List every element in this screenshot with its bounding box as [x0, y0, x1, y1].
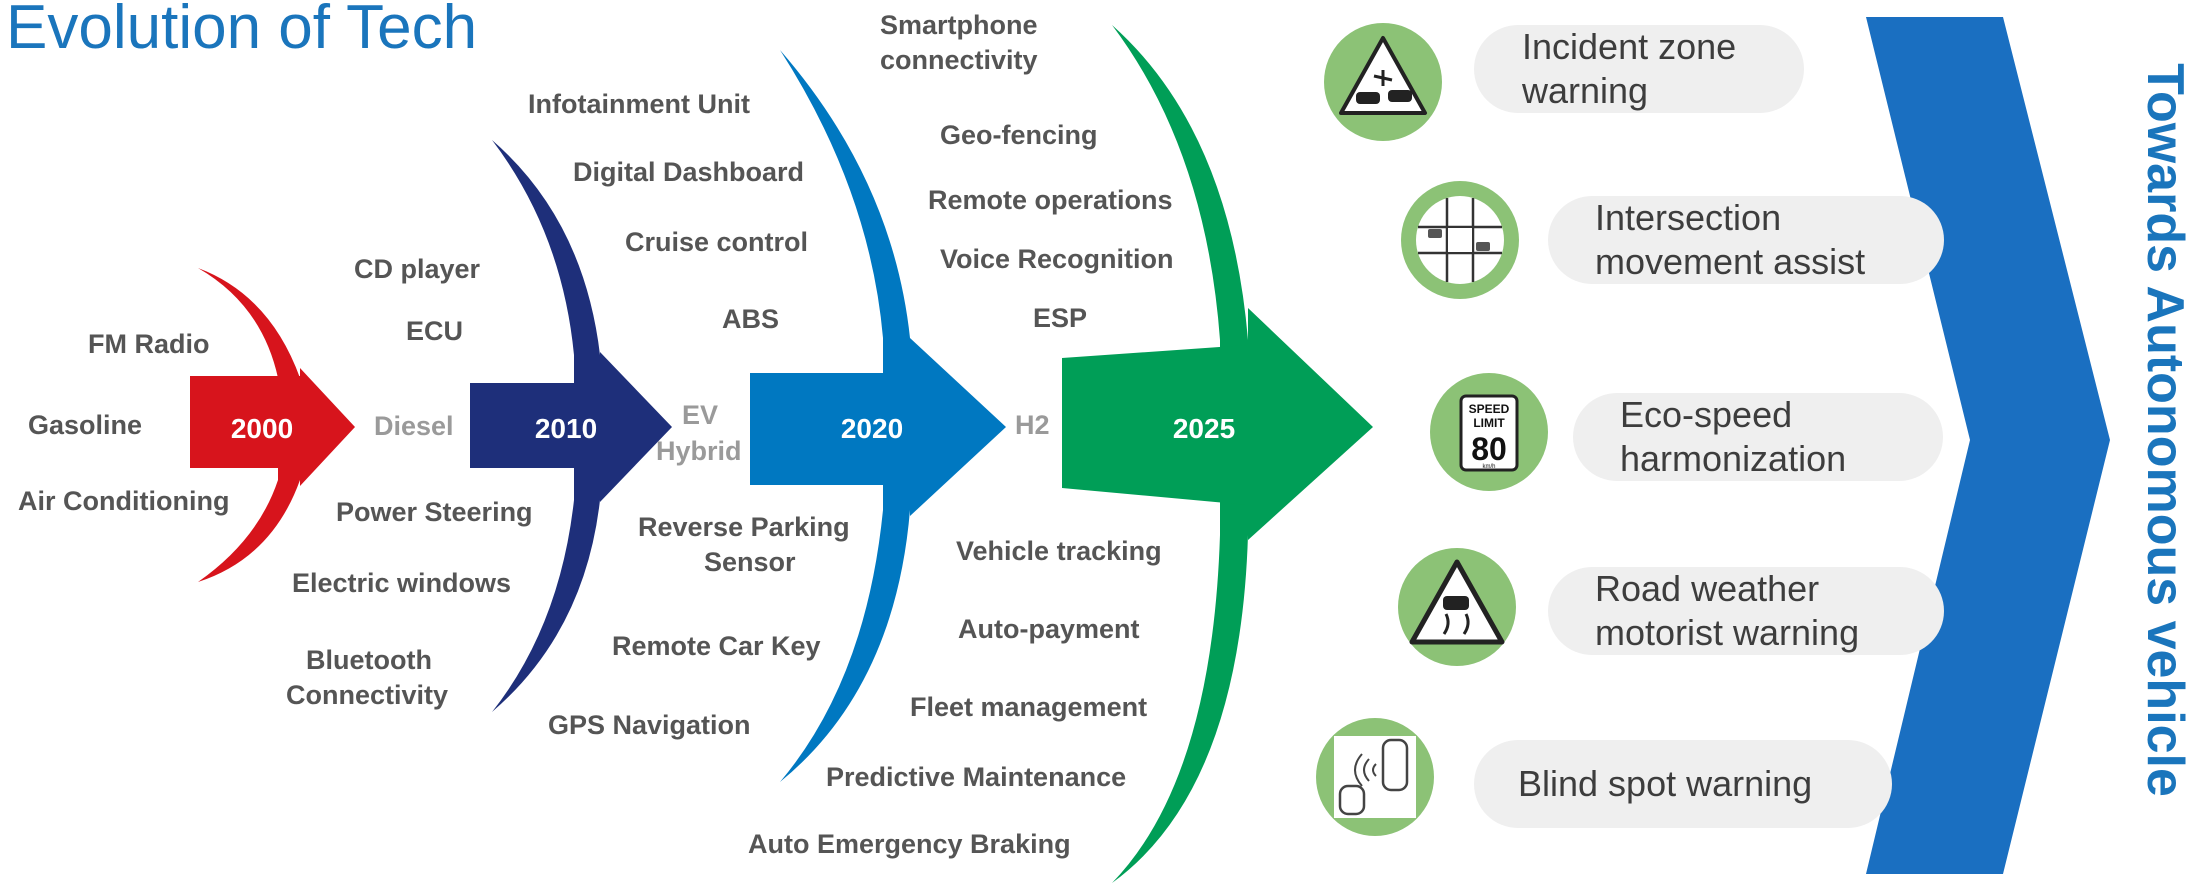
feature-predictive-maintenance: Predictive Maintenance [826, 762, 1127, 792]
speed-sign-line1: SPEED [1469, 402, 1510, 416]
arrow-2010 [470, 352, 672, 502]
slippery-road-icon [1398, 548, 1516, 666]
feature-bluetooth: Bluetooth [306, 645, 432, 675]
arrow-2025 [1062, 308, 1373, 540]
blind-spot-icon [1316, 718, 1434, 836]
year-2025: 2025 [1172, 413, 1236, 444]
feature-h2: H2 [1015, 410, 1050, 440]
feature-power-steering: Power Steering [336, 497, 533, 527]
feature-cruise-control: Cruise control [625, 227, 809, 257]
feature-reverse-parking: Reverse Parking [638, 512, 850, 542]
feature-diesel: Diesel [374, 411, 454, 441]
arc-2010 [492, 140, 600, 712]
year-2020: 2020 [840, 413, 904, 444]
feature-fm-radio: FM Radio [88, 329, 210, 359]
usecase-blind-spot-label: Blind spot warning [1518, 763, 1813, 804]
feature-bluetooth-connectivity: Connectivity [286, 680, 449, 710]
feature-digital-dashboard: Digital Dashboard [573, 157, 805, 187]
pill-incident-zone [1474, 25, 1804, 113]
feature-smartphone-connectivity: connectivity [880, 45, 1038, 75]
usecase-incident-zone-label: Incident zone warning [1522, 26, 1737, 111]
speed-sign-line2: LIMIT [1473, 416, 1505, 430]
arrow-2020 [750, 338, 1006, 516]
page-title: Evolution of Tech [6, 0, 478, 62]
feature-ecu: ECU [406, 316, 464, 346]
arrow-2000 [190, 368, 355, 486]
intersection-icon [1401, 181, 1519, 299]
feature-smartphone: Smartphone [880, 10, 1038, 40]
feature-vehicle-tracking: Vehicle tracking [956, 536, 1162, 566]
feature-remote-operations: Remote operations [928, 185, 1173, 215]
feature-auto-payment: Auto-payment [958, 614, 1140, 644]
feature-gasoline: Gasoline [28, 410, 143, 440]
usecase-eco-speed-label: Eco-speed harmonization [1620, 394, 1847, 479]
pill-intersection [1548, 196, 1944, 284]
feature-ev: EV [682, 400, 719, 430]
feature-reverse-parking-sensor: Sensor [704, 547, 796, 577]
pill-road-weather [1548, 567, 1944, 655]
speed-limit-icon: SPEED LIMIT 80 km/h [1430, 373, 1548, 491]
feature-fleet-management: Fleet management [910, 692, 1148, 722]
speed-sign-unit: km/h [1482, 464, 1495, 470]
arc-2000 [198, 268, 300, 582]
feature-geo-fencing: Geo-fencing [940, 120, 1098, 150]
usecase-road-weather-label: Road weather motorist warning [1595, 568, 1860, 653]
pill-blind-spot [1474, 740, 1892, 828]
feature-abs: ABS [722, 304, 780, 334]
feature-electric-windows: Electric windows [292, 568, 512, 598]
pill-eco-speed [1573, 393, 1943, 481]
usecase-intersection-label: Intersection movement assist [1595, 197, 1866, 282]
feature-air-conditioning: Air Conditioning [18, 486, 230, 516]
feature-auto-emergency-braking: Auto Emergency Braking [748, 829, 1071, 859]
feature-hybrid: Hybrid [656, 436, 742, 466]
year-2010: 2010 [534, 413, 598, 444]
feature-voice-recognition: Voice Recognition [940, 244, 1174, 274]
feature-cd-player: CD player [354, 254, 481, 284]
feature-gps-navigation: GPS Navigation [548, 710, 751, 740]
feature-remote-car-key: Remote Car Key [612, 631, 821, 661]
arc-2025 [1112, 25, 1248, 883]
incident-zone-icon [1324, 23, 1442, 141]
towards-autonomous-title: Towards Autonomous vehicle [2136, 63, 2194, 797]
arc-2020 [780, 50, 910, 782]
feature-esp: ESP [1033, 303, 1088, 333]
feature-infotainment-unit: Infotainment Unit [528, 89, 750, 119]
year-2000: 2000 [230, 413, 294, 444]
speed-sign-value: 80 [1471, 431, 1507, 467]
